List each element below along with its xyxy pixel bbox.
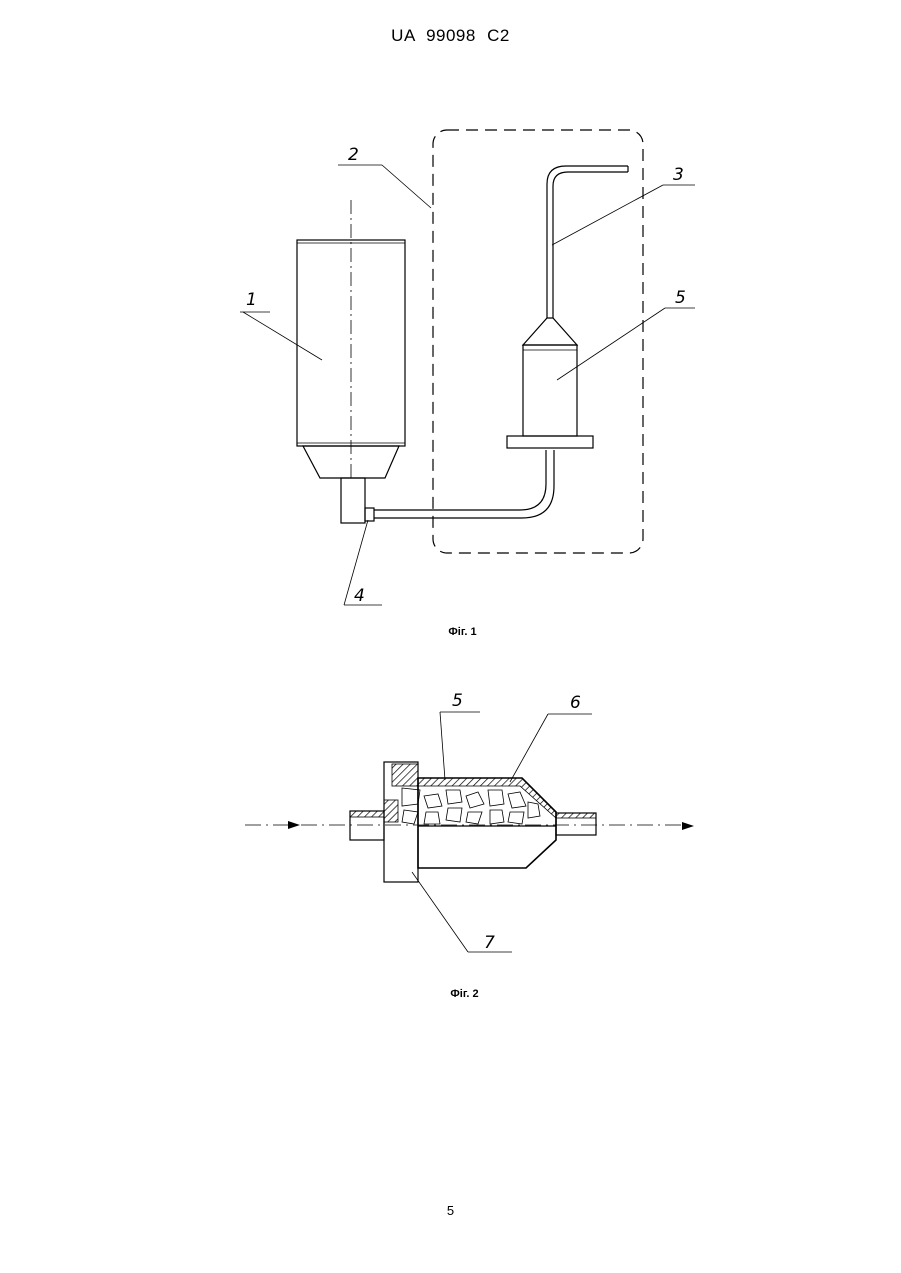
inlet-arrow — [288, 821, 300, 829]
figure-2-caption: Фіг. 2 — [14, 988, 901, 1000]
callout-6: 6 — [570, 693, 581, 713]
page-number: 5 — [0, 1203, 901, 1218]
figure-2-drawing: 5 6 7 — [0, 0, 901, 1000]
filter-media-part-6 — [402, 788, 540, 824]
leader-line-6 — [510, 714, 548, 782]
callout-fig2-5: 5 — [452, 691, 463, 711]
leader-line-7 — [412, 872, 468, 952]
leader-line-fig2-5 — [440, 712, 445, 780]
outlet-arrow — [682, 822, 694, 830]
callout-7: 7 — [484, 933, 495, 953]
filter-section-part-5 — [350, 762, 596, 882]
